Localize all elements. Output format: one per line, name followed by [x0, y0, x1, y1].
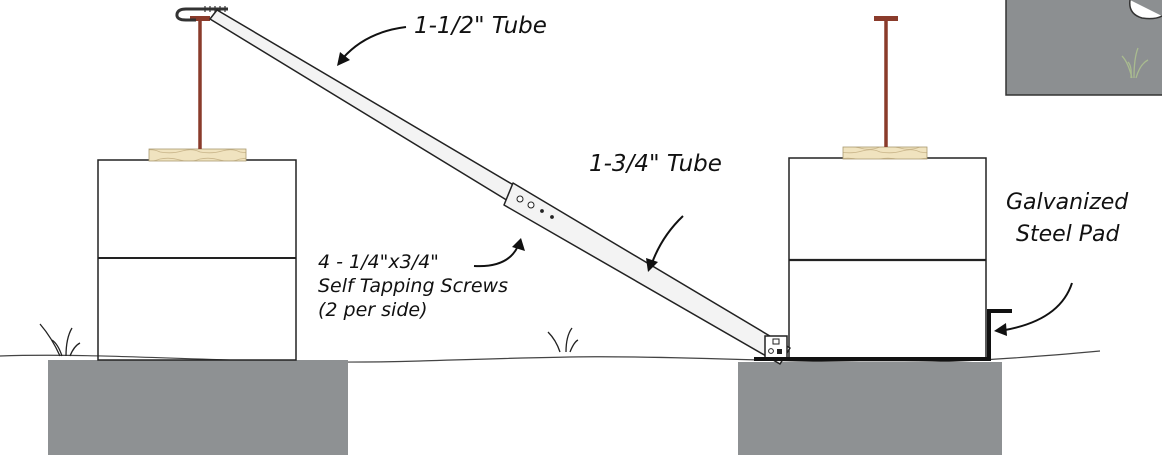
- leader-arrows: [342, 26, 1073, 331]
- ground-line: [0, 350, 1101, 363]
- screws-label-line2: Self Tapping Screws: [318, 275, 508, 297]
- inset-image: [1005, 0, 1162, 96]
- grass-tuft-icon: [547, 327, 579, 353]
- arrowheads: [337, 52, 1007, 336]
- wood-shim-right: [842, 146, 928, 160]
- steel-pad-label-line2: Steel Pad: [1016, 222, 1121, 247]
- screw-holes: [516, 195, 554, 219]
- footing-left: [48, 360, 348, 455]
- brace-assembly: [209, 9, 791, 365]
- pier-left: [97, 159, 297, 361]
- screws-label-line1: 4 - 1/4"x3/4": [318, 251, 439, 273]
- pier-right: [788, 157, 987, 360]
- anchor-hook-icon: [175, 6, 228, 22]
- footing-right: [738, 362, 1002, 455]
- tube-bracket: [764, 335, 788, 359]
- anchor-rod-right: [874, 16, 898, 147]
- steel-pad: [754, 309, 1012, 361]
- anchor-rod-left: [190, 16, 210, 149]
- steel-pad-label-line1: Galvanized: [1006, 190, 1129, 215]
- grass-tuft-icon: [39, 323, 81, 357]
- large-tube-label: 1-3/4" Tube: [589, 151, 722, 177]
- large-tube: [503, 182, 791, 365]
- grass-tuft-icon: [1121, 47, 1149, 79]
- small-tube-label: 1-1/2" Tube: [414, 13, 547, 39]
- screws-label-line3: (2 per side): [318, 299, 427, 321]
- wood-shim-left: [148, 148, 247, 162]
